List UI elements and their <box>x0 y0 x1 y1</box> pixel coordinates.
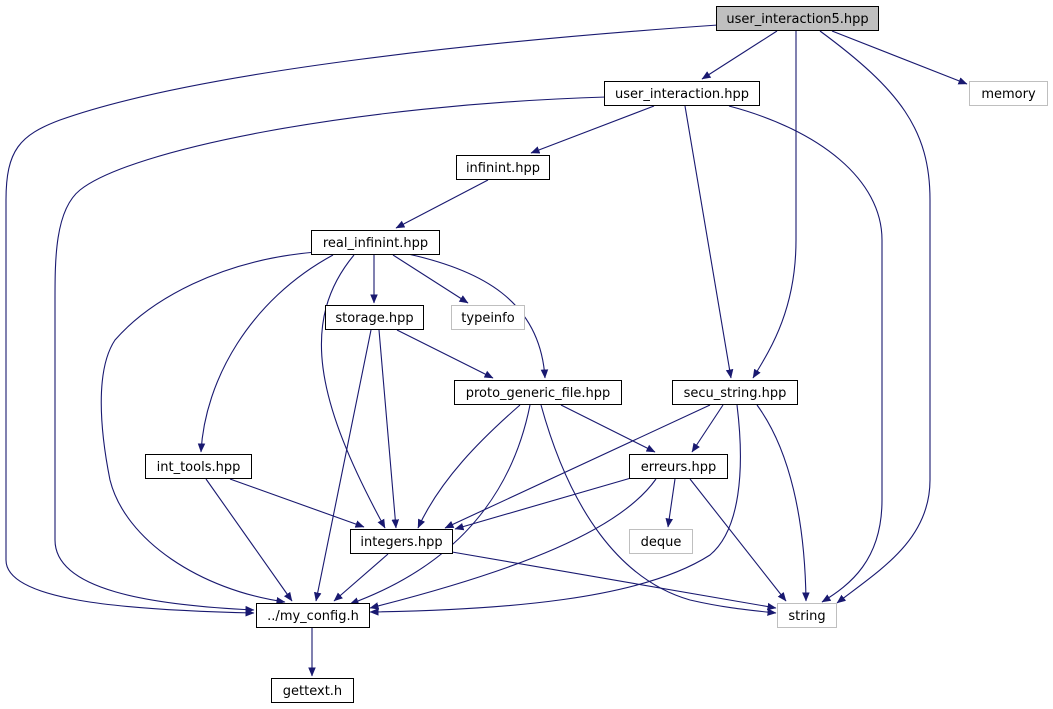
node-label: gettext.h <box>283 684 342 699</box>
node-box <box>454 380 622 405</box>
node-string: string <box>777 603 837 628</box>
edge-secu_string-to-my_config <box>369 404 741 616</box>
node-label: deque <box>641 535 682 550</box>
edge-real_infinint-to-int_tools <box>197 254 334 453</box>
node-box <box>451 305 525 330</box>
node-label: real_infinint.hpp <box>323 236 428 251</box>
edge-erreurs-to-string <box>689 478 787 602</box>
edge-real_infinint-to-proto_generic_file <box>407 253 549 379</box>
edge-real_infinint-to-integers <box>320 254 386 529</box>
node-memory: memory <box>969 81 1048 106</box>
node-label: int_tools.hpp <box>157 460 241 475</box>
node-box <box>672 380 798 405</box>
edge-proto_generic_file-to-string <box>540 404 777 616</box>
edge-storage-to-my_config <box>313 329 372 602</box>
edge-proto_generic_file-to-integers <box>417 404 521 529</box>
edge-user_interaction-to-my_config <box>54 96 607 614</box>
edge-user_interaction5-to-memory <box>831 30 968 85</box>
nodes-layer: user_interaction5.hpp user_interaction.hp… <box>145 6 1048 703</box>
edge-secu_string-to-erreurs <box>691 404 724 453</box>
node-label: storage.hpp <box>335 311 413 326</box>
edge-user_interaction5-to-secu_string <box>752 31 797 379</box>
node-box <box>604 81 760 106</box>
node-user-interaction[interactable]: user_interaction.hpp <box>604 81 760 106</box>
node-label: user_interaction5.hpp <box>726 12 868 27</box>
edge-user_interaction5-to-string <box>819 30 931 604</box>
edge-erreurs-to-my_config <box>369 478 657 610</box>
node-label: infinint.hpp <box>466 161 540 176</box>
node-label: ../my_config.h <box>267 609 359 624</box>
node-box <box>350 529 453 554</box>
node-box <box>325 305 424 330</box>
edge-int_tools-to-my_config <box>205 478 293 602</box>
node-infinint[interactable]: infinint.hpp <box>456 155 550 180</box>
edge-user_interaction5-to-user_interaction <box>701 30 778 80</box>
edge-user_interaction-to-secu_string <box>684 105 734 379</box>
edge-storage-to-proto_generic_file <box>396 329 494 379</box>
node-label: erreurs.hpp <box>641 460 716 475</box>
edge-infinint-to-real_infinint <box>395 179 489 229</box>
edge-erreurs-to-deque <box>665 478 676 528</box>
edge-erreurs-to-integers <box>454 477 632 531</box>
edges-layer <box>5 24 968 677</box>
node-label: memory <box>981 87 1036 102</box>
node-label: secu_string.hpp <box>684 386 787 401</box>
node-box <box>311 230 440 255</box>
edge-user_interaction5-to-my_config <box>5 24 719 617</box>
edge-user_interaction-to-infinint <box>530 105 655 154</box>
edge-real_infinint-to-my_config <box>100 251 317 605</box>
edge-int_tools-to-integers <box>229 478 365 528</box>
node-user-interaction5[interactable]: user_interaction5.hpp <box>716 6 879 31</box>
edge-proto_generic_file-to-erreurs <box>560 404 656 453</box>
node-box <box>456 155 550 180</box>
node-my-config[interactable]: ../my_config.h <box>256 603 370 628</box>
node-box <box>969 81 1048 106</box>
node-label: integers.hpp <box>360 535 442 550</box>
edge-real_infinint-to-typeinfo <box>392 254 469 304</box>
node-box <box>777 603 837 628</box>
node-erreurs[interactable]: erreurs.hpp <box>629 454 728 479</box>
node-box <box>629 454 728 479</box>
node-label: user_interaction.hpp <box>615 87 749 102</box>
edge-storage-to-integers <box>378 329 400 529</box>
node-label: string <box>788 609 825 624</box>
node-box <box>716 6 879 31</box>
edge-proto_generic_file-to-my_config <box>349 404 531 605</box>
node-box <box>145 454 252 479</box>
edge-user_interaction-to-string <box>728 105 883 603</box>
node-real-infinint[interactable]: real_infinint.hpp <box>311 230 440 255</box>
node-deque: deque <box>629 529 693 554</box>
node-storage[interactable]: storage.hpp <box>325 305 424 330</box>
edge-integers-to-string <box>451 551 777 611</box>
edge-integers-to-my_config <box>333 553 389 602</box>
node-proto-generic-file[interactable]: proto_generic_file.hpp <box>454 380 622 405</box>
node-box <box>256 603 370 628</box>
edge-secu_string-to-string <box>756 404 810 602</box>
node-int-tools[interactable]: int_tools.hpp <box>145 454 252 479</box>
node-integers[interactable]: integers.hpp <box>350 529 453 554</box>
node-typeinfo: typeinfo <box>451 305 525 330</box>
node-secu-string[interactable]: secu_string.hpp <box>672 380 798 405</box>
edge-secu_string-to-integers <box>444 404 711 529</box>
node-gettext[interactable]: gettext.h <box>271 678 354 703</box>
node-box <box>629 529 693 554</box>
node-label: typeinfo <box>461 311 514 326</box>
node-box <box>271 678 354 703</box>
node-label: proto_generic_file.hpp <box>466 386 611 401</box>
